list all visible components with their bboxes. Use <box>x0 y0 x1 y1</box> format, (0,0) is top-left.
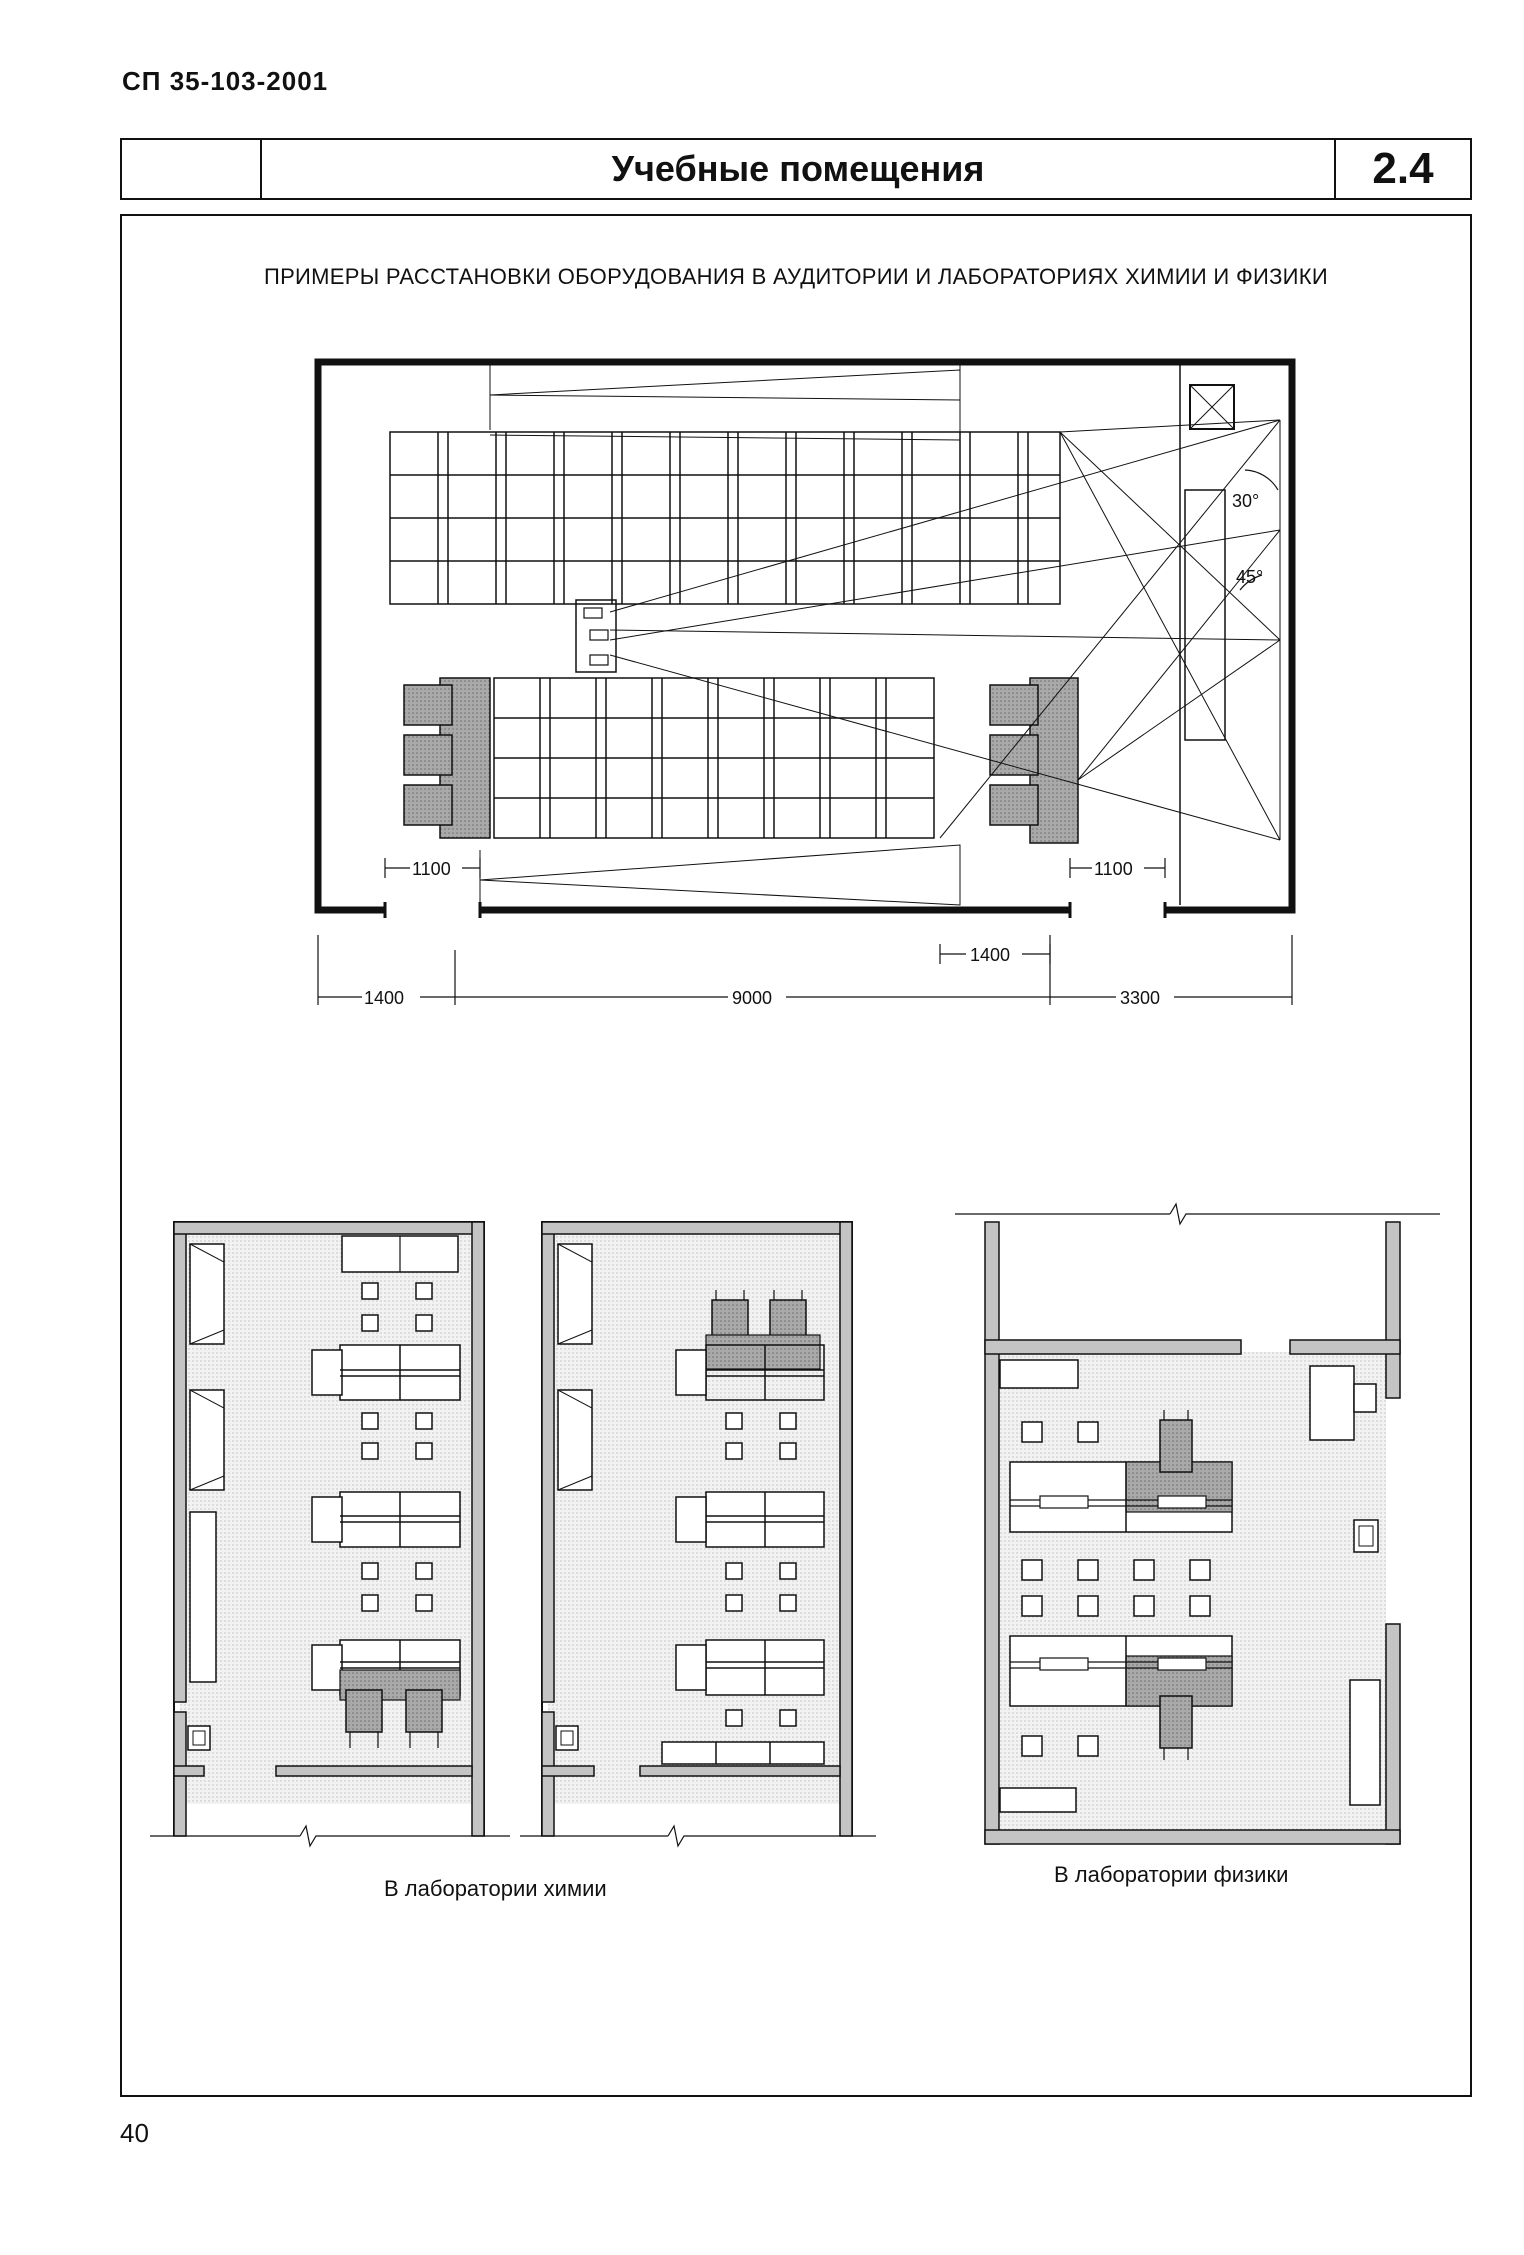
caption-chemistry-lab: В лаборатории химии <box>384 1876 607 1901</box>
section-title-bar: Учебные помещения 2.4 <box>120 138 1472 200</box>
chemistry-lab-plan-1 <box>150 1221 510 1848</box>
figure-heading: ПРИМЕРЫ РАССТАНОВКИ ОБОРУДОВАНИЯ В АУДИТ… <box>263 264 1329 289</box>
dim-right: 3300 <box>1120 988 1160 1008</box>
seating-upper <box>389 431 1061 605</box>
auditorium-wall <box>314 358 1296 914</box>
dim-aisle: 1400 <box>970 945 1010 965</box>
projector-table <box>575 599 617 673</box>
seating-lower <box>493 677 935 839</box>
wheelchair-places-left <box>403 677 491 839</box>
figure-frame <box>120 214 1472 2097</box>
document-code: СП 35-103-2001 <box>122 66 329 96</box>
dim-left: 1400 <box>364 988 404 1008</box>
angle-label-45: 45° <box>1236 567 1263 587</box>
title-bar-blank-cell <box>122 140 262 198</box>
wheelchair-places-right <box>989 677 1079 844</box>
angle-label-30: 30° <box>1232 491 1259 511</box>
lecture-board <box>1189 384 1235 430</box>
dim-door-left: 1100 <box>412 859 451 879</box>
dim-middle: 9000 <box>732 988 772 1008</box>
chemistry-lab-plan-2 <box>520 1221 876 1848</box>
caption-physics-lab: В лаборатории физики <box>1054 1862 1289 1887</box>
sight-lines <box>609 419 1281 841</box>
dim-door-right: 1100 <box>1094 859 1133 879</box>
page-number: 40 <box>120 2118 149 2148</box>
physics-lab-plan <box>955 1202 1440 1845</box>
section-number: 2.4 <box>1372 144 1434 193</box>
lecture-desk <box>1184 489 1226 741</box>
section-title: Учебные помещения <box>262 140 1336 198</box>
auditorium-plan <box>314 358 1296 918</box>
auditorium-dimensions <box>317 858 1293 1005</box>
